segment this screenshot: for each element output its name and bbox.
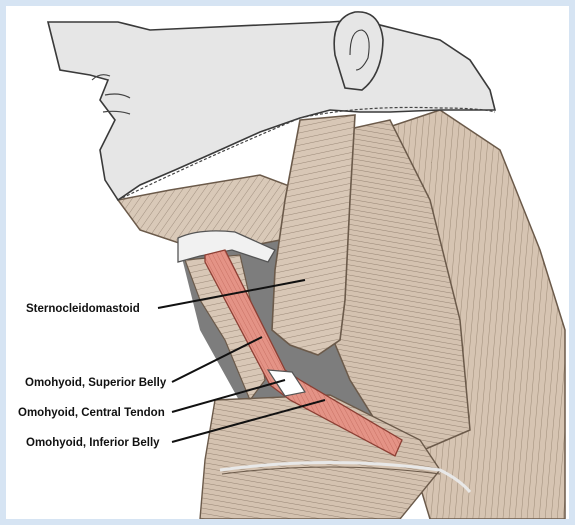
label-omohyoid-inferior-belly: Omohyoid, Inferior Belly <box>26 437 160 449</box>
label-omohyoid-superior-belly: Omohyoid, Superior Belly <box>25 377 167 389</box>
diagram-frame: Sternocleidomastoid Omohyoid, Superior B… <box>6 6 569 519</box>
label-omohyoid-central-tendon: Omohyoid, Central Tendon <box>18 407 165 419</box>
neck-muscle-illustration: Sternocleidomastoid Omohyoid, Superior B… <box>6 6 569 519</box>
label-sternocleidomastoid: Sternocleidomastoid <box>26 303 140 315</box>
sternocleidomastoid-muscle <box>272 115 355 355</box>
